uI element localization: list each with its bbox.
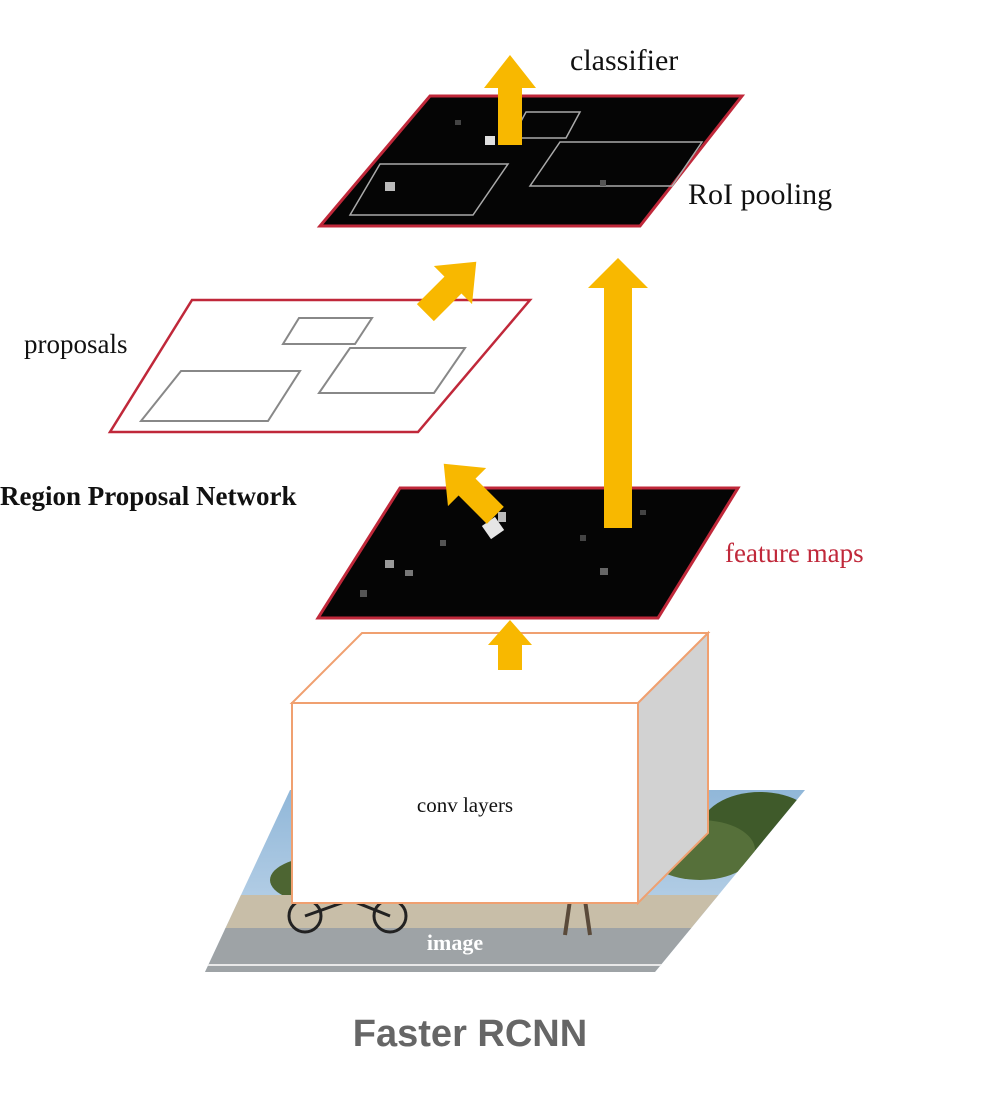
diagram-caption: Faster RCNN xyxy=(353,1013,587,1055)
roi-pooling-plane xyxy=(316,94,746,228)
arrow-proposals-to-roi xyxy=(416,261,477,322)
arrow-features-to-proposals xyxy=(443,463,504,524)
conv-box-front xyxy=(291,702,639,904)
proposal-box-1 xyxy=(281,317,374,345)
rpn-label: Region Proposal Network xyxy=(0,481,297,511)
proposal-box-2 xyxy=(138,370,302,422)
conv-layers-box: conv layers xyxy=(289,630,711,906)
proposals-label: proposals xyxy=(24,329,128,359)
roi-box-2 xyxy=(348,163,510,216)
arrow-conv-to-features xyxy=(488,620,532,670)
classifier-label: classifier xyxy=(570,44,678,77)
feature-maps-label: feature maps xyxy=(725,538,864,568)
image-label: image xyxy=(427,930,483,955)
conv-layers-label: conv layers xyxy=(417,793,513,817)
proposal-box-3 xyxy=(317,347,467,394)
arrow-features-to-roi xyxy=(588,258,648,528)
proposals-plane xyxy=(107,298,533,434)
arrow-roi-to-classifier xyxy=(484,55,536,145)
roi-pooling-label: RoI pooling xyxy=(688,178,832,211)
roi-box-3 xyxy=(528,141,704,187)
feature-maps-plane xyxy=(315,486,741,620)
